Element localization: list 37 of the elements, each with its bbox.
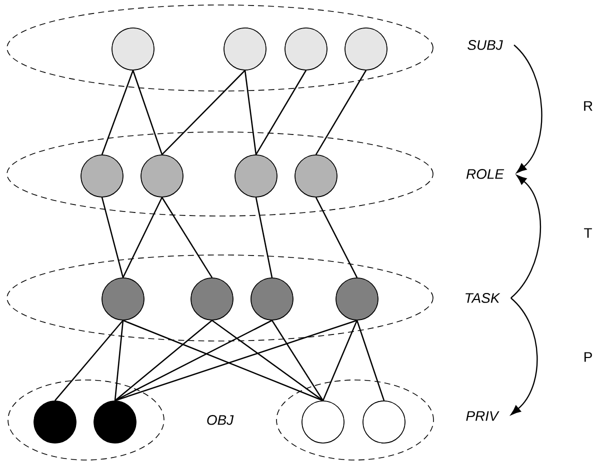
edge-label: R [584, 101, 592, 111]
connector-line [161, 197, 213, 278]
connector-line [162, 70, 246, 156]
layer-label: OBJ [207, 415, 234, 425]
connector-line [271, 320, 324, 401]
connector-line [114, 320, 124, 401]
connector-line [122, 320, 324, 402]
dashed-ellipse [8, 380, 164, 460]
edge-label: T [584, 228, 592, 238]
layer-label: ROLE [466, 169, 504, 179]
connector-line [114, 320, 358, 402]
connector-line [315, 70, 367, 155]
connector-line [101, 197, 124, 278]
layer-label: SUBJ [468, 40, 503, 50]
connector-line [54, 320, 124, 401]
dashed-ellipse [6, 254, 434, 342]
dashed-ellipse [6, 4, 434, 92]
curved-arrow [510, 298, 538, 415]
connector-line [255, 197, 273, 278]
connector-line [212, 320, 324, 402]
connector-line [255, 70, 307, 155]
dashed-ellipse [276, 380, 434, 460]
edge-label: P [584, 352, 592, 362]
dashed-ellipse [6, 132, 434, 216]
layer-label: PRIV [466, 411, 500, 421]
connector-line [101, 70, 134, 155]
connector-line [322, 320, 358, 401]
connector-line [114, 320, 212, 402]
connector-line [244, 70, 257, 155]
connector-line [114, 320, 272, 402]
layer-label: TASK [466, 293, 500, 303]
connector-line [122, 197, 163, 278]
curved-arrow [514, 44, 542, 173]
curved-arrow [510, 174, 542, 298]
connector-line [132, 70, 163, 155]
connector-line [315, 197, 358, 278]
connector-line [356, 320, 385, 401]
